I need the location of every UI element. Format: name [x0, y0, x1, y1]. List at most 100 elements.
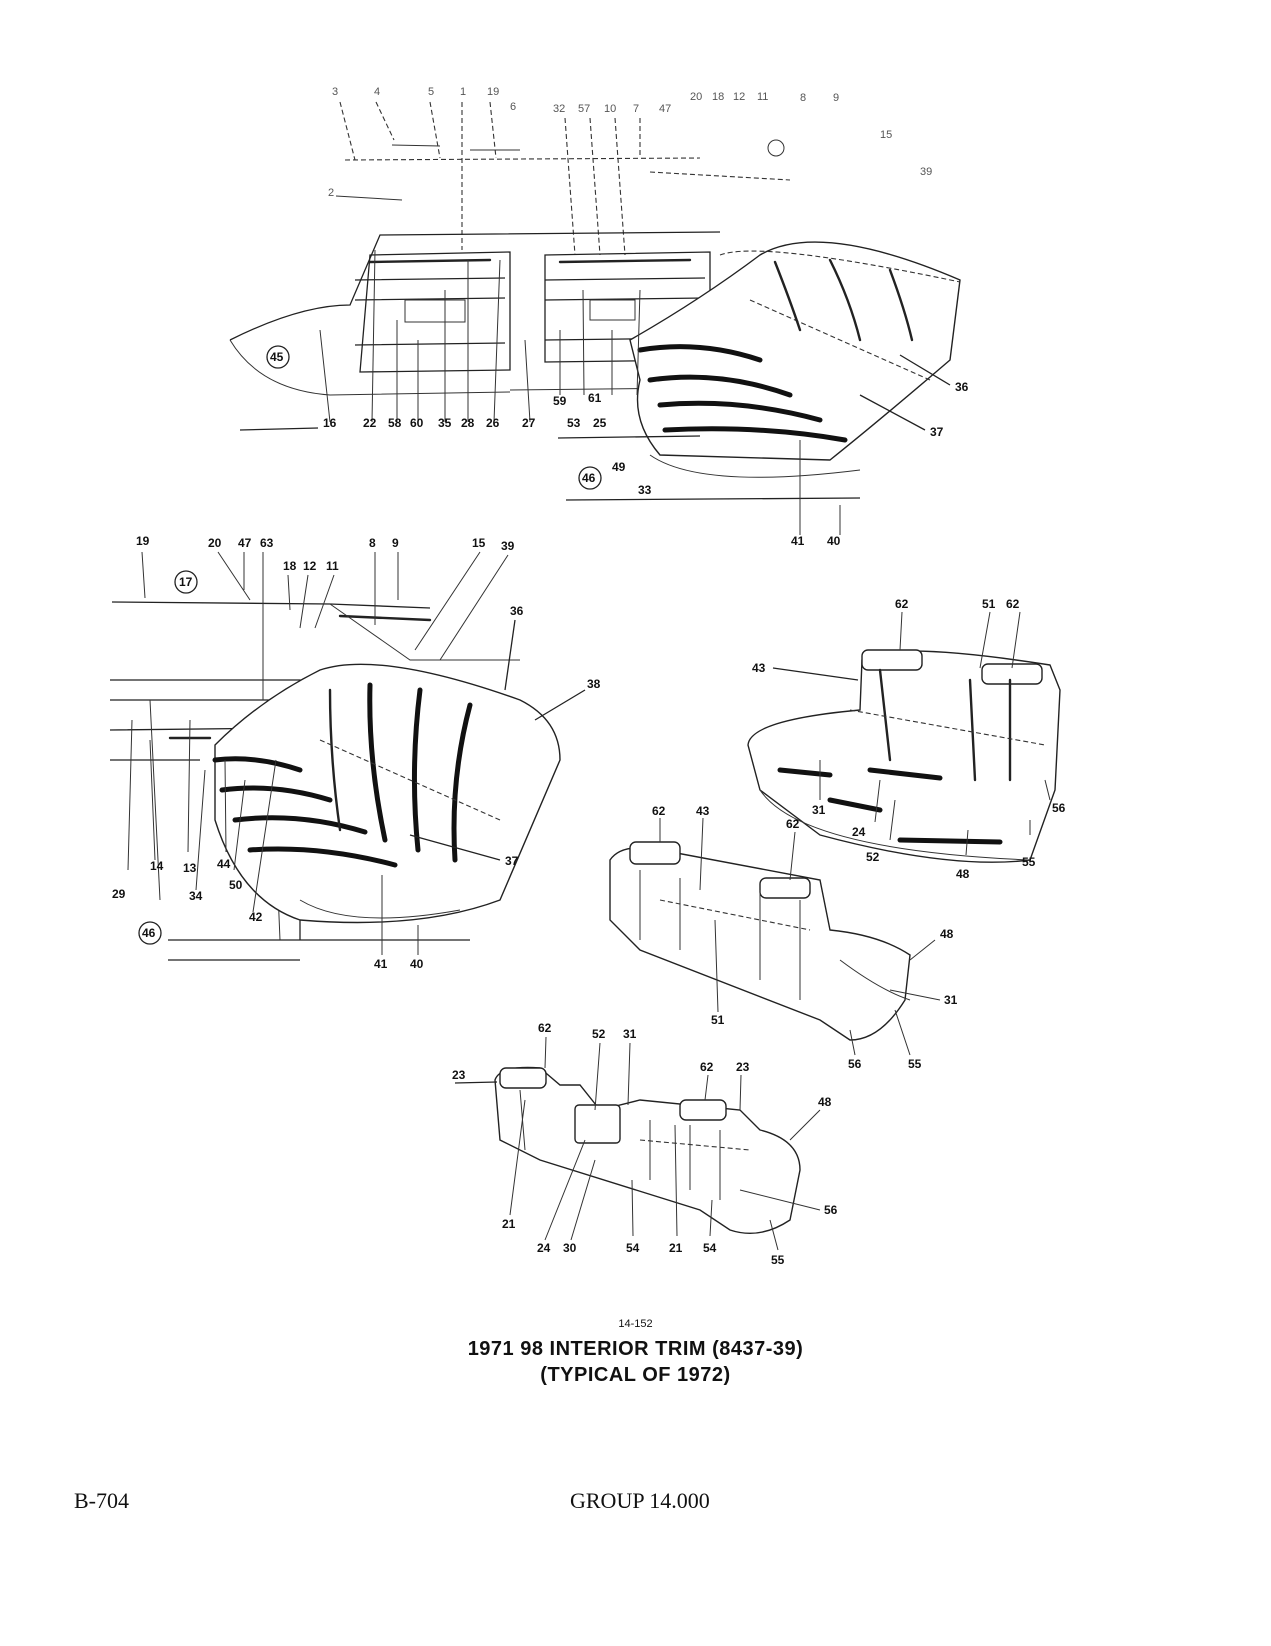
callout-label: 39 — [501, 539, 515, 553]
callout-label: 36 — [955, 380, 969, 394]
callout-label: 37 — [930, 425, 944, 439]
callout-label: 52 — [866, 850, 880, 864]
callout-label: 23 — [452, 1068, 466, 1082]
callout-label: 7 — [633, 103, 639, 115]
callout-label: 35 — [438, 416, 452, 430]
circled-label: 46 — [582, 471, 596, 485]
callout-label: 39 — [920, 166, 932, 178]
circled-label: 17 — [179, 575, 193, 589]
callout-label: 43 — [752, 661, 766, 675]
callout-label: 14 — [150, 859, 164, 873]
callout-label: 9 — [392, 536, 399, 550]
split-seat-view: 62 52 31 62 23 23 48 56 21 24 30 54 21 5… — [452, 1021, 838, 1267]
callout-label: 19 — [487, 86, 499, 98]
callout-label: 28 — [461, 416, 475, 430]
callout-label: 18 — [712, 91, 724, 103]
callout-label: 63 — [260, 536, 274, 550]
callout-label: 26 — [486, 416, 500, 430]
callout-label: 33 — [638, 483, 652, 497]
callout-label: 59 — [553, 394, 567, 408]
callout-label: 62 — [700, 1060, 714, 1074]
callout-label: 62 — [652, 804, 666, 818]
callout-label: 20 — [690, 91, 702, 103]
callout-label: 22 — [363, 416, 377, 430]
callout-label: 56 — [824, 1203, 838, 1217]
callout-label: 19 — [136, 534, 150, 548]
callout-label: 38 — [587, 677, 601, 691]
callout-label: 62 — [1006, 597, 1020, 611]
callout-label: 31 — [812, 803, 826, 817]
callout-label: 48 — [956, 867, 970, 881]
callout-label: 61 — [588, 391, 602, 405]
callout-label: 31 — [944, 993, 958, 1007]
circled-callout: 17 — [174, 570, 198, 594]
callout-label: 37 — [505, 854, 519, 868]
callout-label: 3 — [332, 86, 338, 98]
figure-subtitle: (TYPICAL OF 1972) — [540, 1364, 731, 1386]
left-door-view: 19 20 47 63 18 12 11 8 9 15 39 — [109, 534, 601, 971]
callout-label: 13 — [183, 861, 197, 875]
callout-label: 24 — [852, 825, 866, 839]
callout-label: 32 — [553, 103, 565, 115]
circled-callout: 46 — [578, 466, 602, 490]
circled-label: 46 — [142, 926, 156, 940]
callout-label: 25 — [593, 416, 607, 430]
callout-label: 29 — [112, 887, 126, 901]
callout-label: 47 — [659, 103, 671, 115]
callout-label: 2 — [328, 187, 334, 199]
callout-label: 21 — [669, 1241, 683, 1255]
figure-number: 14-152 — [618, 1318, 653, 1330]
callout-label: 8 — [800, 92, 806, 104]
bench-seat-view: 62 43 62 48 31 51 56 55 — [609, 804, 958, 1071]
rear-seat-view: 62 51 62 43 31 24 52 48 55 56 — [747, 597, 1066, 881]
callout-label: 18 — [283, 559, 297, 573]
callout-label: 56 — [1052, 801, 1066, 815]
callout-label: 11 — [757, 91, 768, 103]
callout-label: 41 — [374, 957, 388, 971]
callout-label: 57 — [578, 103, 590, 115]
callout-label: 55 — [1022, 855, 1036, 869]
group-number: GROUP 14.000 — [570, 1488, 710, 1513]
callout-label: 41 — [791, 534, 805, 548]
callout-label: 23 — [736, 1060, 750, 1074]
callout-label: 5 — [428, 86, 434, 98]
callout-label: 6 — [510, 101, 516, 113]
callout-label: 54 — [626, 1241, 640, 1255]
callout-label: 44 — [217, 857, 231, 871]
callout-label: 11 — [326, 559, 339, 573]
circled-label: 45 — [270, 350, 284, 364]
figure-title: 1971 98 INTERIOR TRIM (8437-39) — [467, 1338, 804, 1360]
callout-label: 53 — [567, 416, 581, 430]
callout-label: 30 — [563, 1241, 577, 1255]
callout-label: 50 — [229, 878, 243, 892]
callout-label: 20 — [208, 536, 222, 550]
callout-label: 12 — [303, 559, 317, 573]
callout-label: 1 — [460, 86, 466, 98]
callout-label: 27 — [522, 416, 536, 430]
callout-label: 62 — [538, 1021, 552, 1035]
callout-label: 60 — [410, 416, 424, 430]
callout-label: 49 — [612, 460, 626, 474]
callout-label: 47 — [238, 536, 252, 550]
callout-label: 62 — [786, 817, 800, 831]
callout-label: 15 — [472, 536, 486, 550]
callout-label: 10 — [604, 103, 616, 115]
circled-callout: 45 — [266, 345, 290, 369]
callout-label: 16 — [323, 416, 337, 430]
callout-label: 48 — [818, 1095, 832, 1109]
callout-label: 31 — [623, 1027, 637, 1041]
callout-label: 58 — [388, 416, 402, 430]
callout-label: 34 — [189, 889, 203, 903]
callout-label: 36 — [510, 604, 524, 618]
callout-label: 43 — [696, 804, 710, 818]
callout-label: 40 — [410, 957, 424, 971]
page-number: B-704 — [74, 1488, 129, 1513]
callout-label: 8 — [369, 536, 376, 550]
callout-label: 40 — [827, 534, 841, 548]
callout-label: 15 — [880, 129, 892, 141]
callout-label: 52 — [592, 1027, 606, 1041]
callout-label: 56 — [848, 1057, 862, 1071]
callout-label: 55 — [908, 1057, 922, 1071]
circled-callout: 46 — [138, 921, 162, 945]
